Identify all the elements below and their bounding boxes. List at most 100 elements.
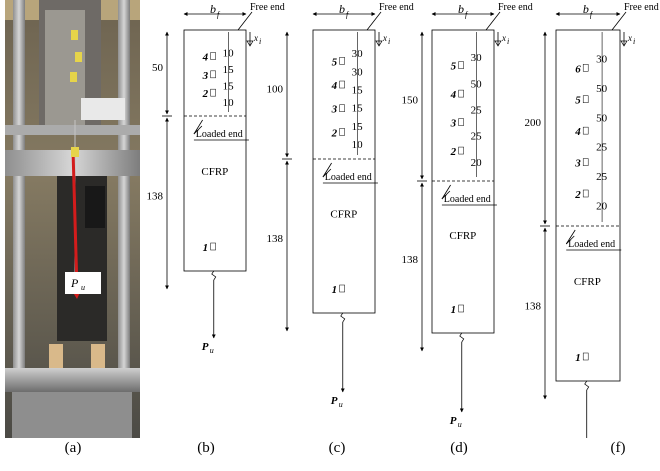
panel-b-cfrp-plate	[183, 29, 247, 272]
panel-c-gauge-box-0	[339, 57, 345, 65]
panel-b-width-label: b	[210, 2, 216, 16]
panel-d-free-end-label: Free end	[498, 2, 533, 13]
panel-d-bonded-length: 150	[402, 95, 419, 107]
panel-b-gauge-box-0	[210, 52, 216, 60]
panel-b-bonded-length: 50	[152, 62, 164, 74]
panel-d-gauge-0: 5	[451, 61, 457, 73]
panel-c-base-gauge: 1	[332, 284, 338, 296]
panel-b-base-gauge: 1	[203, 242, 209, 254]
panel-f-base-gauge-box	[582, 352, 589, 361]
test-setup-photo: P u	[5, 0, 140, 438]
photo-drawing: P u	[5, 0, 140, 438]
panel-d-spacing-3: 25	[471, 131, 483, 143]
panel-d-break-symbol	[459, 332, 465, 343]
panel-f-unbonded-length: 138	[525, 301, 542, 313]
panel-c-x-label: x	[382, 33, 387, 43]
caption-c: (c)	[328, 440, 346, 456]
panel-c-load-label: P	[331, 395, 338, 407]
panel-c-gauge-1: 4	[331, 80, 338, 92]
panel-f-spacing-1: 50	[596, 83, 608, 95]
panel-c-width-label-sub: f	[346, 10, 350, 19]
photo-load-label-subscript: u	[81, 283, 85, 292]
panel-f-spacing-3: 25	[596, 142, 608, 154]
panel-f-loaded-end-hook	[565, 235, 575, 245]
panel-f-loaded-end-label: Loaded end	[568, 239, 615, 250]
panel-c-loaded-end-hook	[322, 168, 332, 178]
photo-load-label: P	[70, 276, 79, 290]
panel-b-loaded-end-hook	[193, 125, 203, 135]
panel-c-material-label: CFRP	[330, 209, 357, 221]
panel-d-base-gauge-box	[458, 304, 464, 313]
panel-d-x-axis-arrow	[494, 40, 502, 47]
panel-f-gauge-box-3	[582, 158, 589, 166]
panel-b-gauge-box-2	[210, 88, 216, 97]
panel-d-loaded-end-hook	[441, 190, 451, 200]
panel-c-spacing-0: 30	[352, 48, 364, 60]
panel-d-unbonded-length: 138	[402, 254, 419, 266]
panel-c-gauge-box-3	[339, 128, 345, 136]
panel-d-spacing-1: 50	[471, 78, 483, 90]
panel-f-gauge-4: 2	[574, 189, 581, 201]
panel-f-width-label: b	[583, 2, 589, 16]
panel-b-unbonded-length: 138	[147, 191, 164, 203]
panel-f-gauge-box-2	[582, 126, 589, 135]
panel-b-gauge-box-1	[210, 70, 216, 79]
panel-c-base-gauge-box	[339, 284, 345, 293]
panel-c-x-axis-arrow	[375, 40, 383, 47]
caption-f: (f)	[610, 440, 626, 456]
panel-d-x-label-sub: i	[507, 37, 509, 46]
panel-f-spacing-2: 50	[596, 112, 608, 124]
panel-b-gauge-0: 4	[202, 52, 209, 64]
panel-f-x-axis-arrow	[620, 40, 628, 47]
panel-f-spacing-4: 25	[596, 171, 608, 183]
panel-c-free-end-label: Free end	[379, 2, 414, 13]
panel-f-free-end-leader	[611, 11, 627, 31]
panel-d-free-end-leader	[485, 11, 501, 31]
panel-f-break-symbol	[584, 380, 590, 391]
panel-f-bonded-length: 200	[525, 117, 542, 129]
panel-b-spacing-3: 10	[223, 97, 235, 109]
panel-d-x-label: x	[501, 33, 506, 43]
panel-b-load-label-sub: u	[210, 346, 214, 355]
panel-d-material-label: CFRP	[449, 230, 476, 242]
panel-c-gauge-box-2	[339, 104, 345, 112]
panel-f-cfrp-plate	[555, 29, 621, 382]
panel-f-base-gauge: 1	[575, 352, 581, 364]
panel-c-gauge-box-1	[339, 80, 345, 89]
panel-d-base-gauge: 1	[451, 304, 457, 316]
panel-c-load-label-sub: u	[339, 400, 343, 409]
panel-f-gauge-box-0	[582, 64, 589, 72]
panel-b-material-label: CFRP	[201, 166, 228, 178]
panel-d-spacing-2: 25	[471, 105, 483, 117]
panel-f-spacing-0: 30	[596, 54, 608, 66]
panel-f-gauge-box-4	[582, 189, 589, 198]
panel-d-gauge-box-1	[458, 89, 464, 98]
panel-d-loaded-end-label: Loaded end	[444, 194, 491, 205]
panel-b-x-label-sub: i	[259, 37, 261, 46]
panel-d-cfrp-plate	[431, 29, 495, 334]
panel-b-break-symbol	[211, 270, 217, 281]
panel-d-width-label-sub: f	[465, 10, 469, 19]
panel-f-material-label: CFRP	[574, 276, 601, 288]
panel-f-gauge-box-1	[582, 95, 589, 103]
panel-b-width-label-sub: f	[217, 10, 221, 19]
panel-b-x-axis-arrow	[246, 40, 254, 47]
panel-c-spacing-1: 30	[352, 66, 364, 78]
panel-b-gauge-2: 2	[202, 88, 209, 100]
panel-d-spacing-0: 30	[471, 52, 483, 64]
caption-b: (b)	[197, 440, 215, 456]
panel-f-x-label-sub: i	[633, 37, 635, 46]
panel-b-gauge-1: 3	[202, 70, 209, 82]
panel-f-gauge-2: 4	[574, 126, 581, 138]
panel-d-gauge-box-2	[458, 118, 464, 126]
panel-c-loaded-end-label: Loaded end	[325, 172, 372, 183]
panel-d-width-label: b	[458, 2, 464, 16]
panel-c-gauge-0: 5	[332, 56, 338, 68]
panel-f-x-label: x	[627, 33, 632, 43]
panel-d-gauge-box-3	[458, 146, 464, 155]
panel-d-spacing-4: 20	[471, 157, 483, 169]
panel-b-spacing-2: 15	[223, 80, 235, 92]
panel-d-gauge-3: 2	[450, 146, 457, 158]
